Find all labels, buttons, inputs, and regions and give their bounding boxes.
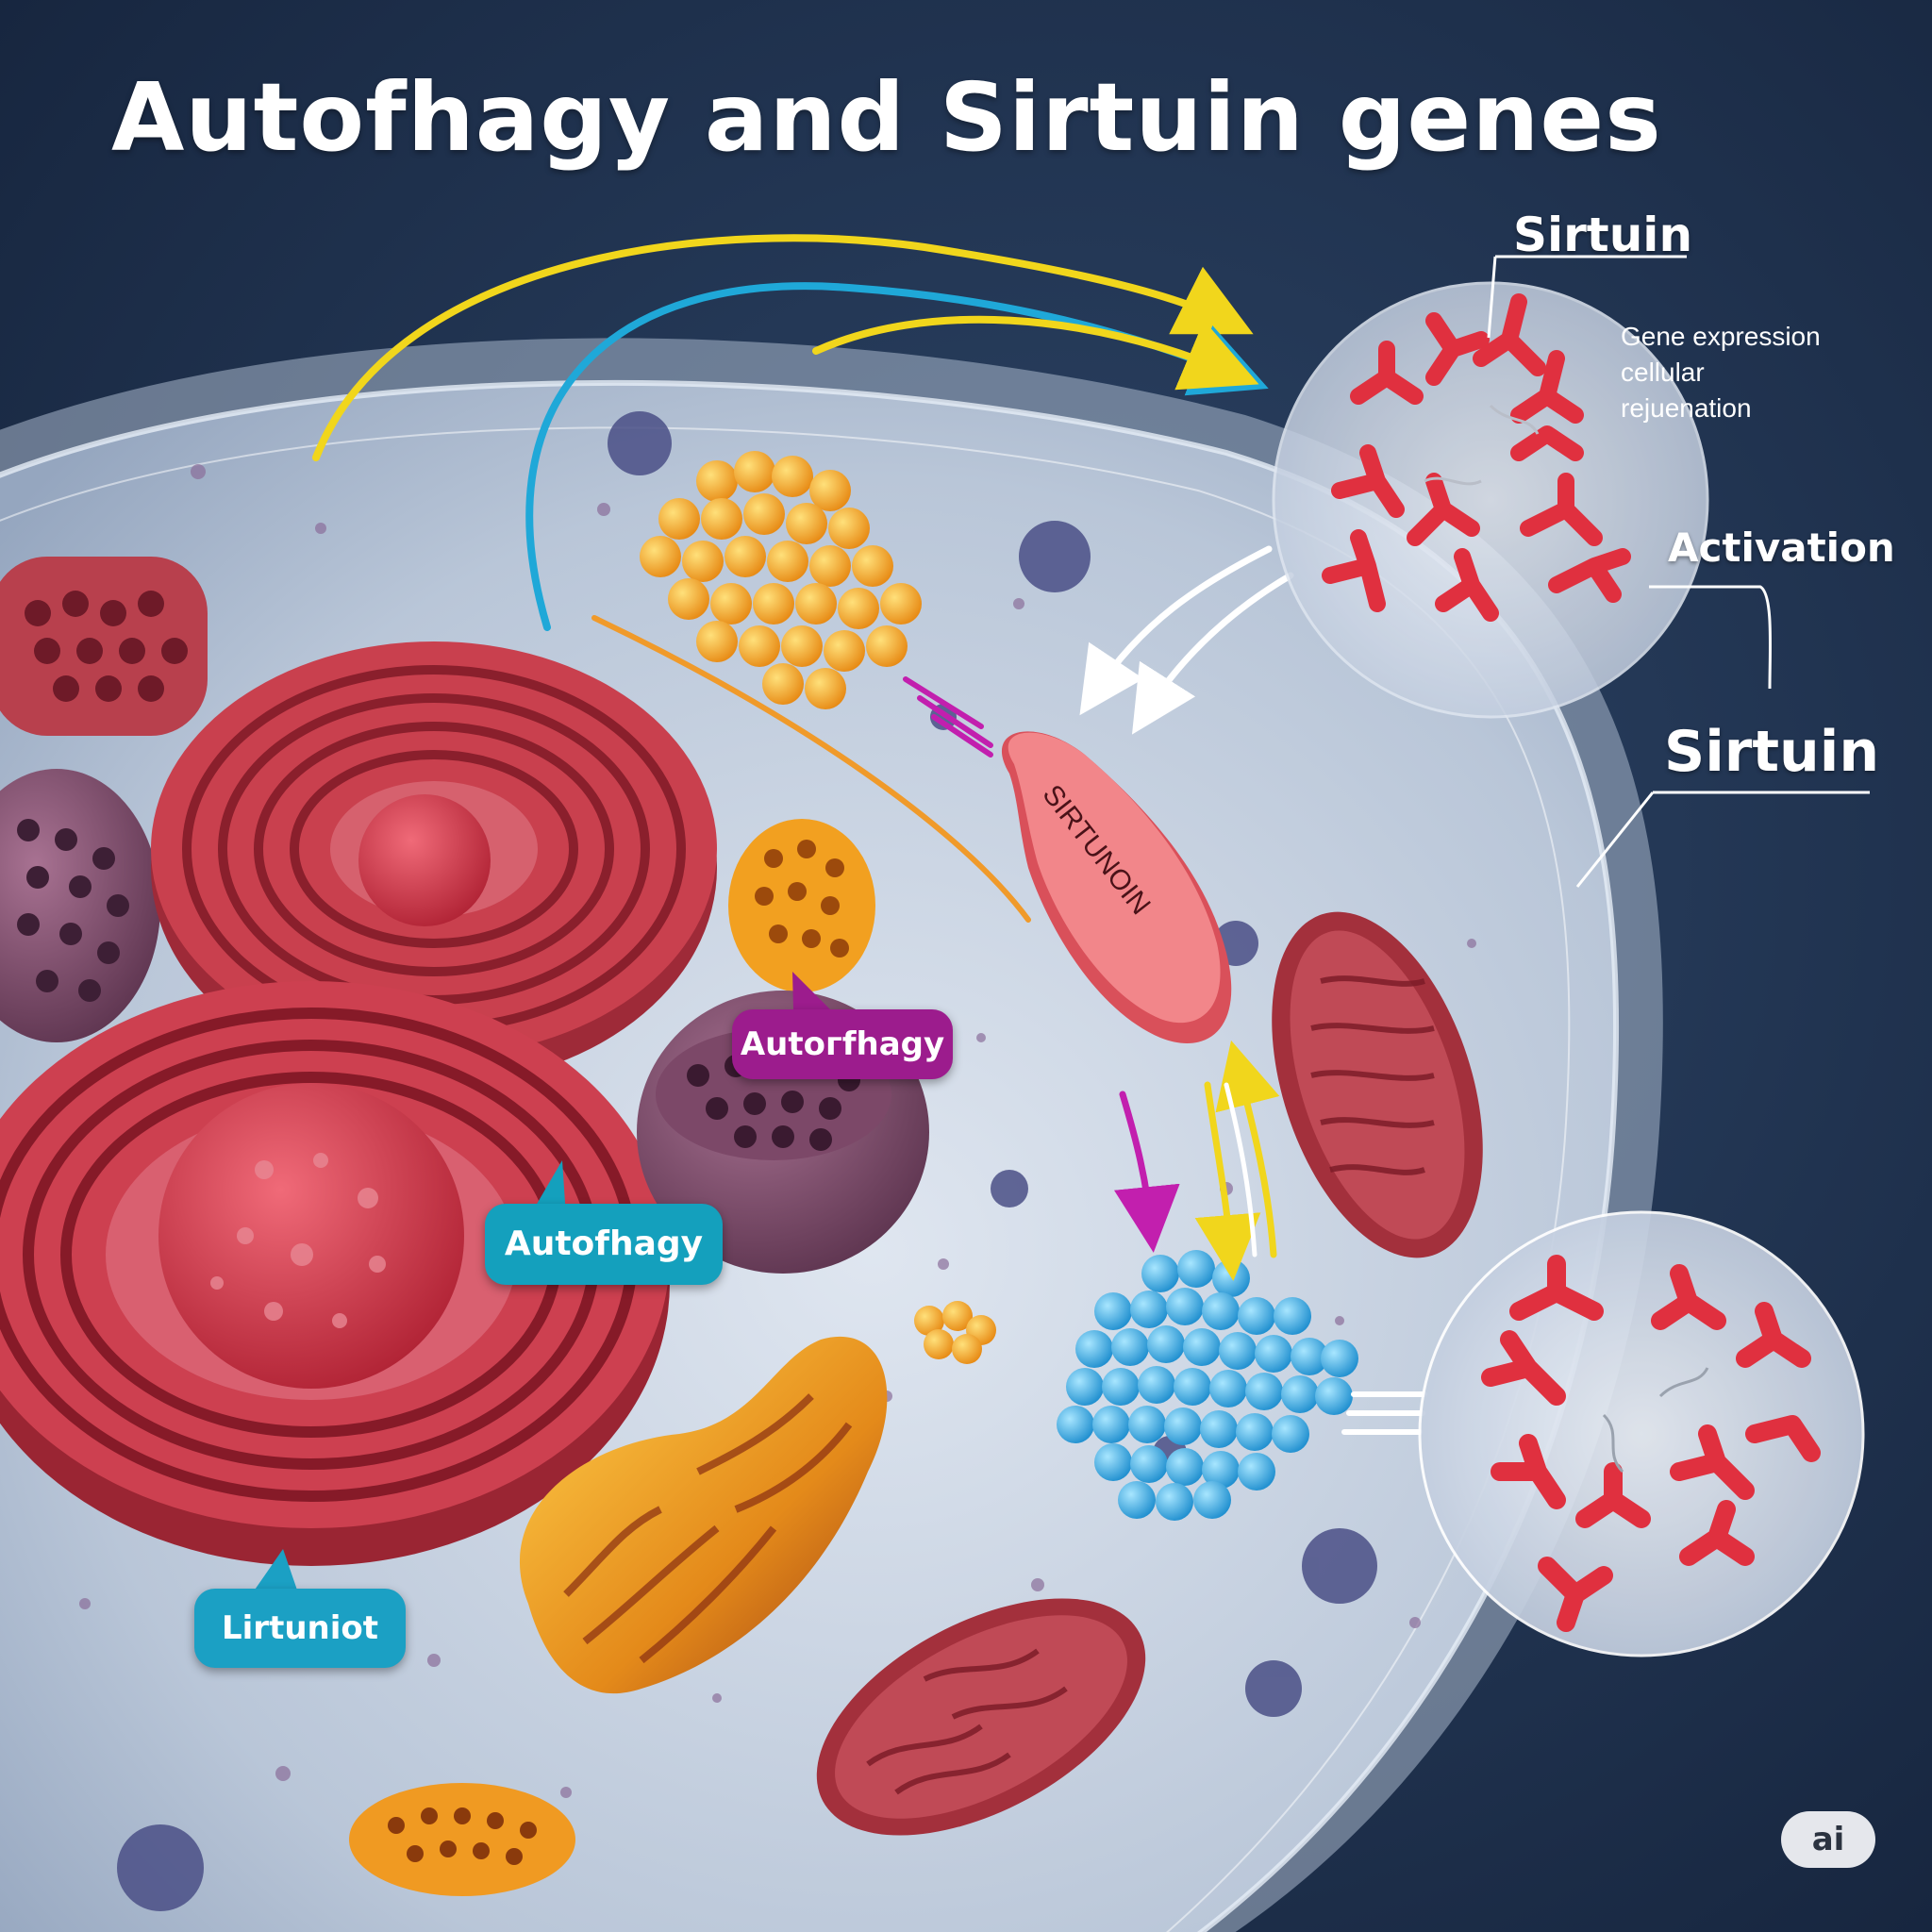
autophagy-callout-purple: Autoгfhagy [732,1009,953,1079]
orange-sponge-mid [728,819,875,992]
orange-vesicles-small [914,1301,996,1364]
lysosome-left [0,769,160,1042]
page-title: Autofhagy and Sirtuin genes [111,62,1662,173]
lirtuniot-callout: Lirtuniot [194,1589,406,1668]
pathway-arrows [312,234,1427,1435]
activation-label: Activation [1668,525,1895,571]
ai-badge: ai [1781,1811,1875,1868]
sirtuin-zoom-circle-bottom [1418,1210,1865,1657]
sirtuin-zoom-circle-top [1272,281,1709,719]
mitochondrion-golden [519,1336,888,1694]
sirtuin-label-top: Sirtuin [1513,208,1693,262]
autophagy-callout-teal: Autofhagy [485,1204,723,1285]
mitochondrion-bottom [816,1598,1146,1836]
sirtuin-label-right: Sirtuin [1664,719,1880,785]
orange-sponge-bottom [349,1783,575,1896]
orange-vesicle-cluster [640,451,922,709]
gene-expression-note: Gene expression cellular rejuenation [1621,319,1821,426]
endoplasmic-reticulum-lower [0,981,670,1566]
gene-note-line-3: rejuenation [1621,393,1752,423]
gene-note-line-1: Gene expression [1621,322,1821,351]
gene-note-line-2: cellular [1621,358,1705,387]
label-leader-lines [1487,255,1870,888]
endoplasmic-reticulum-upper [151,641,717,1085]
nucleus [158,1083,464,1389]
mitochondrion-right [1272,911,1483,1258]
sirtuin-organelle [1001,731,1232,1043]
golgi-sponge-top-left [0,557,208,736]
